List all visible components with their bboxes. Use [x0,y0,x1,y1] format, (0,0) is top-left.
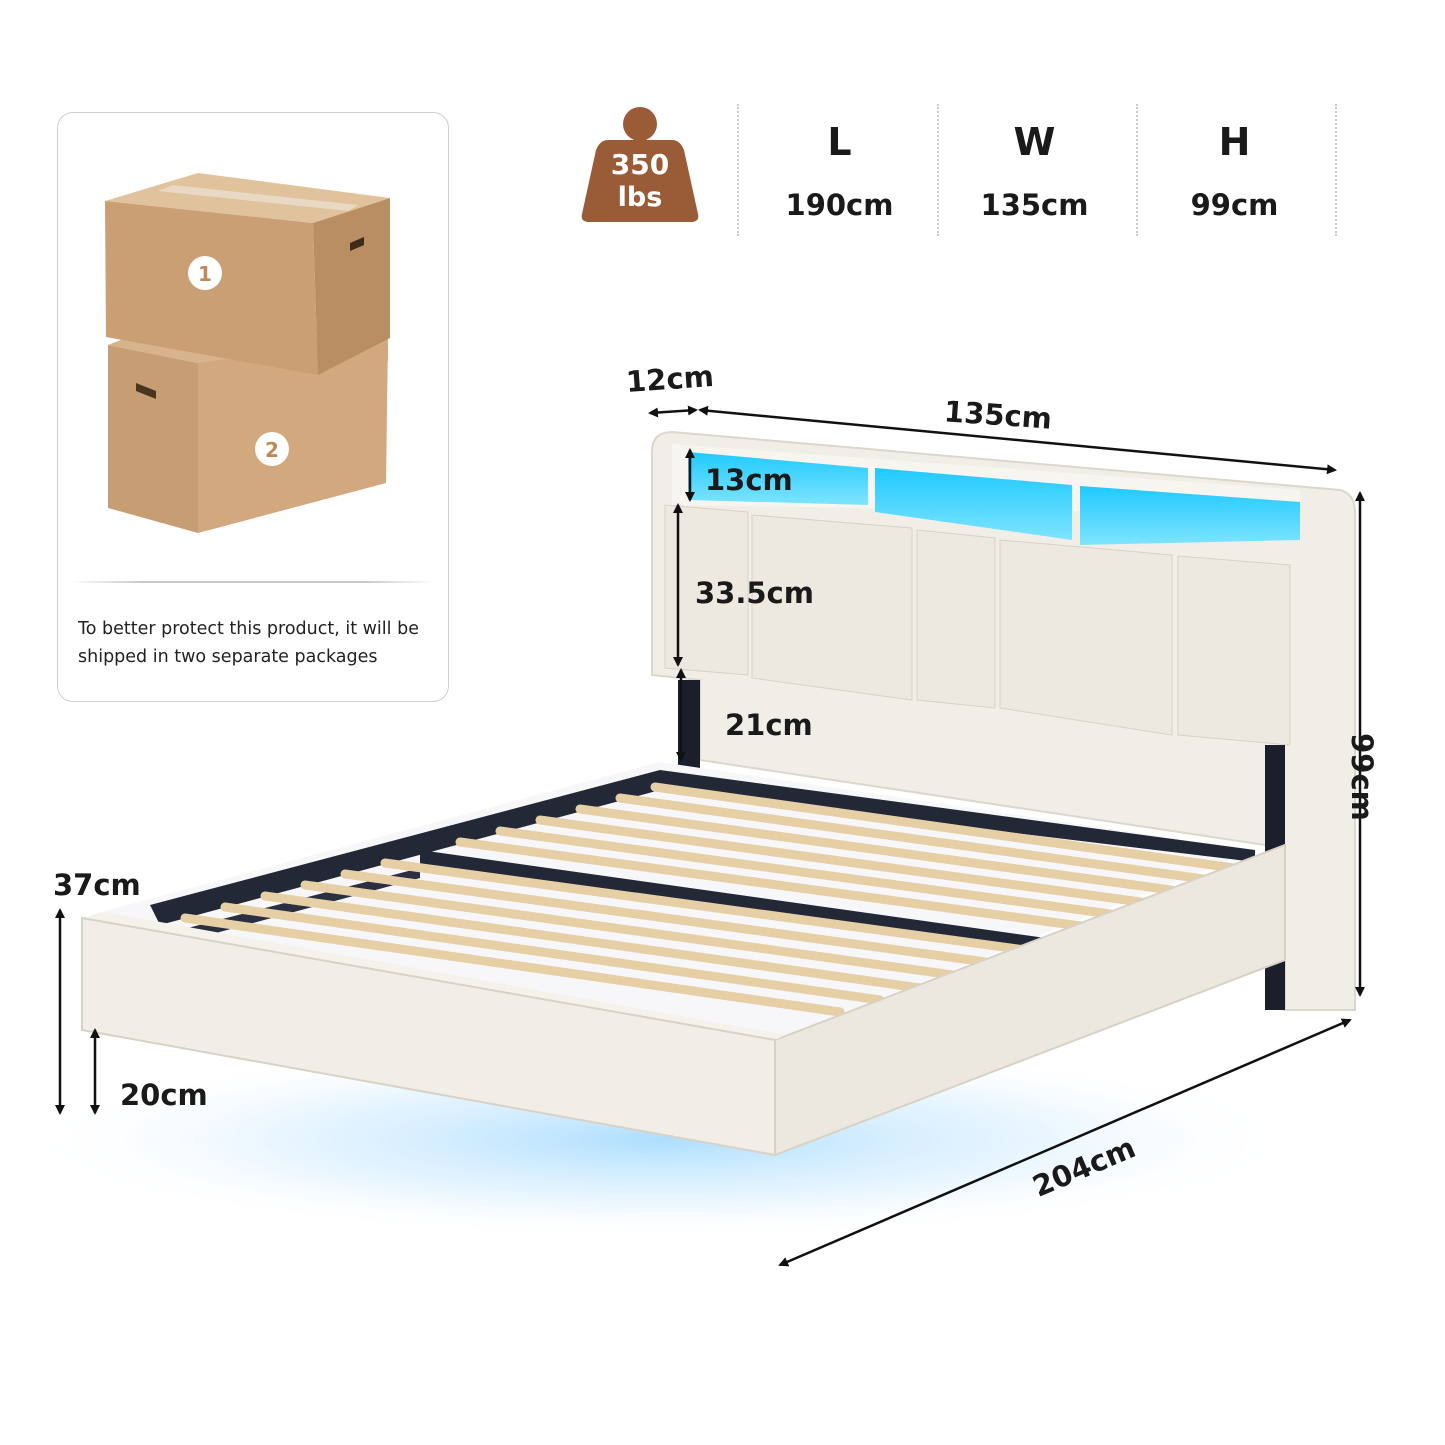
length-value: 190cm [785,188,894,222]
led-shelf-right [1080,486,1300,545]
cardboard-boxes-illustration: 1 2 [105,173,390,533]
box-2-number-badge [255,432,289,466]
arrow-135cm [698,405,1337,475]
led-shelf-middle [875,468,1072,540]
spec-separator [737,104,739,236]
package-divider [70,581,436,583]
weight-value: 350 [610,148,670,181]
weight-icon [581,107,699,222]
weight-badge: 350 lbs [580,104,700,226]
box-1-number-badge [188,256,222,290]
spec-row: 350 lbs L 190cm W 135cm H 99cm [575,100,1345,240]
height-letter: H [1218,120,1251,164]
spec-separator [1136,104,1138,236]
width-value: 135cm [980,188,1089,222]
dimension-arrows [55,405,1365,1267]
package-card: 1 2 To better protect this product, it w… [57,112,449,702]
arrow-204cm [778,1018,1352,1267]
label-headboard-clearance: 21cm [725,708,813,742]
spec-separator [1335,104,1337,236]
length-letter: L [827,120,852,164]
label-floor-clearance: 20cm [120,1078,208,1112]
bed-frame [90,762,1255,1040]
label-frame-height: 37cm [53,868,141,902]
shipping-note: To better protect this product, it will … [78,619,419,667]
width-letter: W [1013,120,1056,164]
height-value: 99cm [1190,188,1279,222]
box-1-number: 1 [198,262,212,286]
label-panel-height: 33.5cm [695,576,814,610]
arrow-12cm [648,405,698,418]
box-2-number: 2 [265,438,279,462]
spec-separator [937,104,939,236]
wooden-slats [180,782,1253,1017]
label-total-height: 99cm [1344,733,1379,821]
label-shelf-height: 13cm [705,463,793,497]
weight-unit: lbs [617,182,663,213]
label-headboard-thickness: 12cm [624,358,715,400]
